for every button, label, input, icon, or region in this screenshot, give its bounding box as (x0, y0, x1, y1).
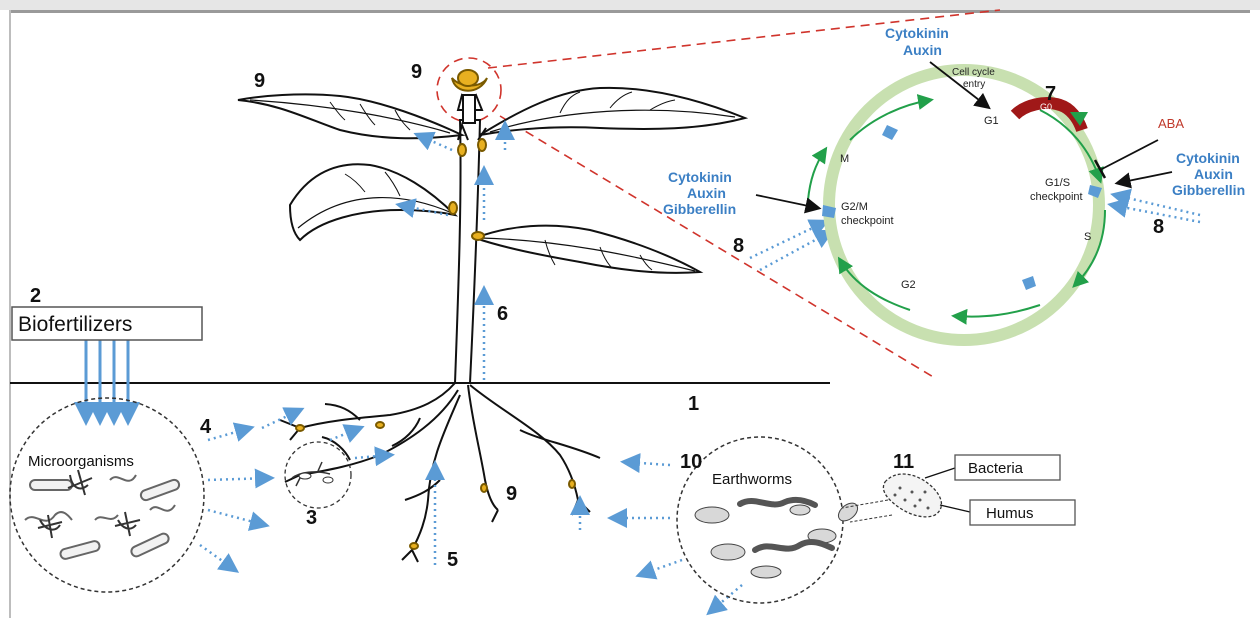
microorganisms-circle (10, 398, 204, 592)
label-11: 11 (893, 451, 914, 473)
right-hormone-2: Auxin (1194, 166, 1233, 182)
biofertilizers-label: Biofertilizers (18, 313, 132, 336)
top-hormone-1: Cytokinin (885, 25, 949, 41)
aba-label: ABA (1158, 116, 1184, 131)
label-9-bud: 9 (411, 61, 422, 83)
label-3: 3 (306, 507, 317, 529)
microorganisms-label: Microorganisms (28, 453, 134, 470)
bacteria-label: Bacteria (968, 460, 1024, 477)
right-hormone-1: Cytokinin (1176, 150, 1240, 166)
humus-label: Humus (986, 505, 1034, 522)
g1s-checkpoint-1: G1/S (1045, 177, 1070, 189)
earthworms-circle (677, 437, 861, 603)
label-8-left: 8 (733, 235, 744, 257)
roots (280, 383, 600, 562)
label-6: 6 (497, 303, 508, 325)
earthworms-label: Earthworms (712, 471, 792, 488)
label-5: 5 (447, 549, 458, 571)
left-hormone-2: Auxin (687, 185, 726, 201)
phase-g1: G1 (984, 115, 999, 127)
g2m-checkpoint-2: checkpoint (841, 215, 894, 227)
phase-g2: G2 (901, 279, 916, 291)
label-10: 10 (680, 451, 702, 473)
top-hormone-2: Auxin (903, 42, 942, 58)
label-4: 4 (200, 416, 212, 438)
label-9-root: 9 (506, 483, 517, 505)
g2m-checkpoint-1: G2/M (841, 201, 868, 213)
label-8-right: 8 (1153, 216, 1164, 238)
left-hormone-3: Gibberellin (663, 201, 736, 217)
left-hormone-1: Cytokinin (668, 169, 732, 185)
label-9-leaf: 9 (254, 70, 265, 92)
label-1: 1 (688, 393, 699, 415)
phase-s: S (1084, 231, 1091, 243)
right-hormone-3: Gibberellin (1172, 182, 1245, 198)
biofertilizer-arrows (86, 340, 128, 420)
plant-illustration (238, 70, 745, 383)
label-2: 2 (30, 285, 41, 307)
g1s-checkpoint-2: checkpoint (1030, 191, 1083, 203)
phase-m: M (840, 153, 849, 165)
cell-cycle-diagram (756, 62, 1172, 340)
soil-particle-inset (842, 468, 970, 522)
cell-cycle-entry-1: Cell cycle (952, 67, 995, 78)
cell-cycle-entry-2: entry (963, 79, 985, 90)
top-bud (452, 70, 487, 123)
root-nodule-inset (285, 442, 351, 508)
phase-g0: G0 (1040, 102, 1052, 112)
